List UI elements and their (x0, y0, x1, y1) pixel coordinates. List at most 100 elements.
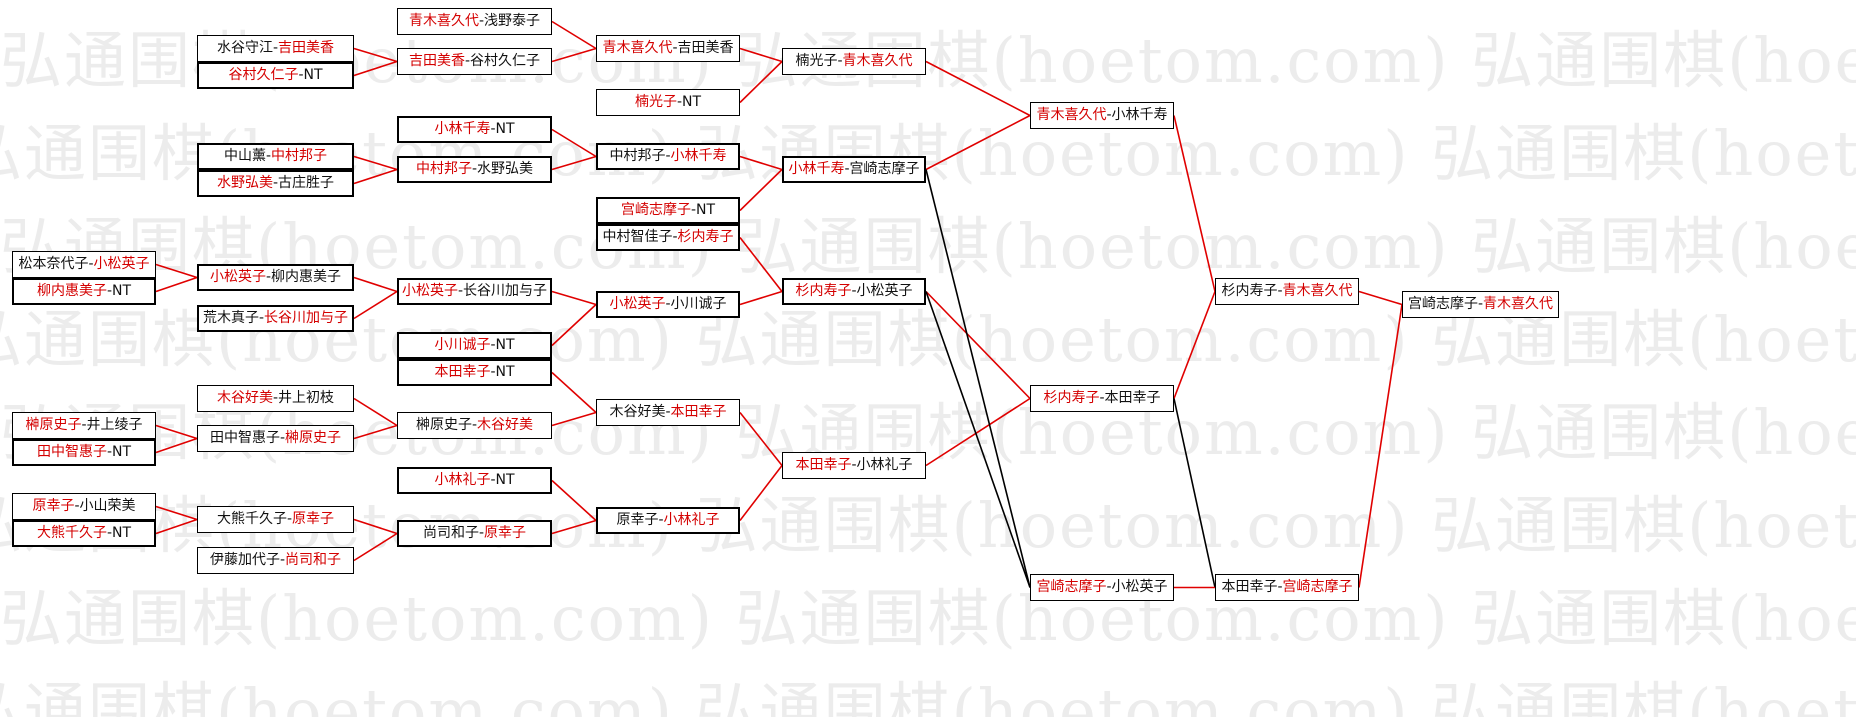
winner-connector-line (353, 518, 398, 535)
match-separator: - (490, 364, 496, 380)
player-name: 井上初枝 (278, 390, 335, 406)
match-box[interactable]: 小林礼子-NT (397, 467, 552, 494)
match-box[interactable]: 楠光子-青木喜久代 (782, 48, 926, 75)
match-separator: - (265, 269, 272, 285)
player-name: 原幸子 (32, 498, 75, 514)
match-box[interactable]: 杉内寿子-小松英子 (782, 278, 926, 305)
match-box[interactable]: 原幸子-小林礼子 (596, 507, 740, 534)
player-name: 长谷川加与子 (264, 310, 349, 326)
match-box[interactable]: 青木喜久代-吉田美香 (596, 35, 740, 62)
player-name: 小松英子 (93, 256, 150, 272)
winner-connector-line (925, 290, 1031, 400)
winner-connector-line (739, 47, 783, 63)
player-name: NT (495, 337, 515, 353)
match-box[interactable]: 本田幸子-宫崎志摩子 (1215, 574, 1359, 601)
player-name: NT (696, 202, 716, 218)
match-box[interactable]: 中村邦子-水野弘美 (397, 156, 552, 183)
player-name: NT (112, 444, 132, 460)
player-name: 荒木真子 (202, 310, 259, 326)
match-separator: - (298, 67, 304, 83)
match-box[interactable]: 本田幸子-小林礼子 (782, 452, 926, 479)
winner-connector-line (353, 532, 398, 562)
player-name: 大熊千久子 (36, 525, 107, 541)
match-box[interactable]: 小川诚子-NT (397, 332, 552, 359)
winner-connector-line (1358, 290, 1403, 306)
winner-connector-line (551, 411, 597, 427)
player-name: 古庄胜子 (278, 175, 335, 191)
player-name: NT (303, 67, 323, 83)
winner-connector-line (739, 168, 783, 212)
player-name: 伊藤加代子 (209, 552, 280, 568)
match-separator: - (286, 511, 293, 527)
player-name: 楠光子 (634, 94, 677, 110)
match-box[interactable]: 木谷好美-本田幸子 (596, 399, 740, 426)
match-box[interactable]: 中村智佳子-杉内寿子 (596, 224, 740, 251)
match-box[interactable]: 本田幸子-NT (397, 359, 552, 386)
match-box[interactable]: 榊原史子-井上绫子 (12, 412, 156, 439)
match-box[interactable]: 小松英子-柳内惠美子 (197, 264, 354, 291)
winner-connector-line (155, 276, 198, 293)
match-separator: - (265, 148, 272, 164)
match-box[interactable]: 原幸子-小山荣美 (12, 493, 156, 520)
match-separator: - (665, 296, 671, 312)
loser-connector-line (925, 169, 1031, 588)
player-name: 青木喜久代 (1483, 296, 1554, 312)
player-name: 榊原史子 (25, 417, 82, 433)
match-box[interactable]: 青木喜久代-浅野泰子 (397, 8, 552, 35)
player-name: 中村邦子 (609, 148, 666, 164)
match-box[interactable]: 松本奈代子-小松英子 (12, 251, 156, 278)
match-box[interactable]: 宫崎志摩子-青木喜久代 (1402, 291, 1559, 318)
match-box[interactable]: 杉内寿子-本田幸子 (1030, 385, 1174, 412)
match-box[interactable]: 大熊千久子-NT (12, 520, 156, 547)
match-box[interactable]: 木谷好美-井上初枝 (197, 385, 354, 412)
match-box[interactable]: 杉内寿子-青木喜久代 (1215, 278, 1359, 305)
match-box[interactable]: 水野弘美-古庄胜子 (197, 170, 354, 197)
match-separator: - (1477, 296, 1484, 312)
player-name: 木谷好美 (216, 390, 273, 406)
match-box[interactable]: 柳内惠美子-NT (12, 278, 156, 305)
match-box[interactable]: 小林千寿-NT (397, 116, 552, 143)
match-box[interactable]: 小松英子-小川诚子 (596, 291, 740, 318)
player-name: 小松英子 (209, 269, 266, 285)
player-name: 田中智惠子 (36, 444, 107, 460)
match-box[interactable]: 大熊千久子-原幸子 (197, 506, 354, 533)
player-name: 小林礼子 (434, 472, 491, 488)
match-box[interactable]: 尚司和子-原幸子 (397, 520, 552, 547)
match-separator: - (665, 148, 671, 164)
match-box[interactable]: 荒木真子-长谷川加与子 (197, 305, 354, 332)
match-box[interactable]: 伊藤加代子-尚司和子 (197, 547, 354, 574)
player-name: 小川诚子 (670, 296, 727, 312)
player-name: 原幸子 (484, 525, 527, 541)
match-box[interactable]: 吉田美香-谷村久仁子 (397, 48, 552, 75)
player-name: 大熊千久子 (216, 511, 287, 527)
player-name: 水谷守江 (216, 40, 273, 56)
winner-connector-line (155, 518, 198, 535)
match-box[interactable]: 宫崎志摩子-NT (596, 197, 740, 224)
match-box[interactable]: 榊原史子-木谷好美 (397, 412, 552, 439)
winner-connector-line (155, 437, 198, 454)
player-name: 原幸子 (616, 512, 659, 528)
player-name: 小林千寿 (670, 148, 727, 164)
match-box[interactable]: 水谷守江-吉田美香 (197, 35, 354, 62)
match-box[interactable]: 青木喜久代-小林千寿 (1030, 102, 1174, 129)
match-box[interactable]: 中山薰-中村邦子 (197, 143, 354, 170)
match-box[interactable]: 宫崎志摩子-小松英子 (1030, 574, 1174, 601)
match-box[interactable]: 田中智惠子-NT (12, 439, 156, 466)
match-box[interactable]: 小松英子-长谷川加与子 (397, 278, 552, 305)
player-name: NT (495, 121, 515, 137)
player-name: NT (112, 525, 132, 541)
match-separator: - (464, 53, 471, 69)
match-separator: - (1106, 579, 1112, 595)
match-separator: - (279, 430, 286, 446)
match-box[interactable]: 谷村久仁子-NT (197, 62, 354, 89)
match-box[interactable]: 田中智惠子-榊原史子 (197, 425, 354, 452)
match-box[interactable]: 楠光子-NT (596, 89, 740, 116)
match-separator: - (1277, 579, 1283, 595)
match-box[interactable]: 小林千寿-宫崎志摩子 (782, 156, 926, 183)
player-name: 青木喜久代 (1036, 107, 1107, 123)
match-box[interactable]: 中村邦子-小林千寿 (596, 143, 740, 170)
match-separator: - (1277, 283, 1283, 299)
match-separator: - (279, 552, 286, 568)
winner-connector-line (551, 479, 597, 522)
